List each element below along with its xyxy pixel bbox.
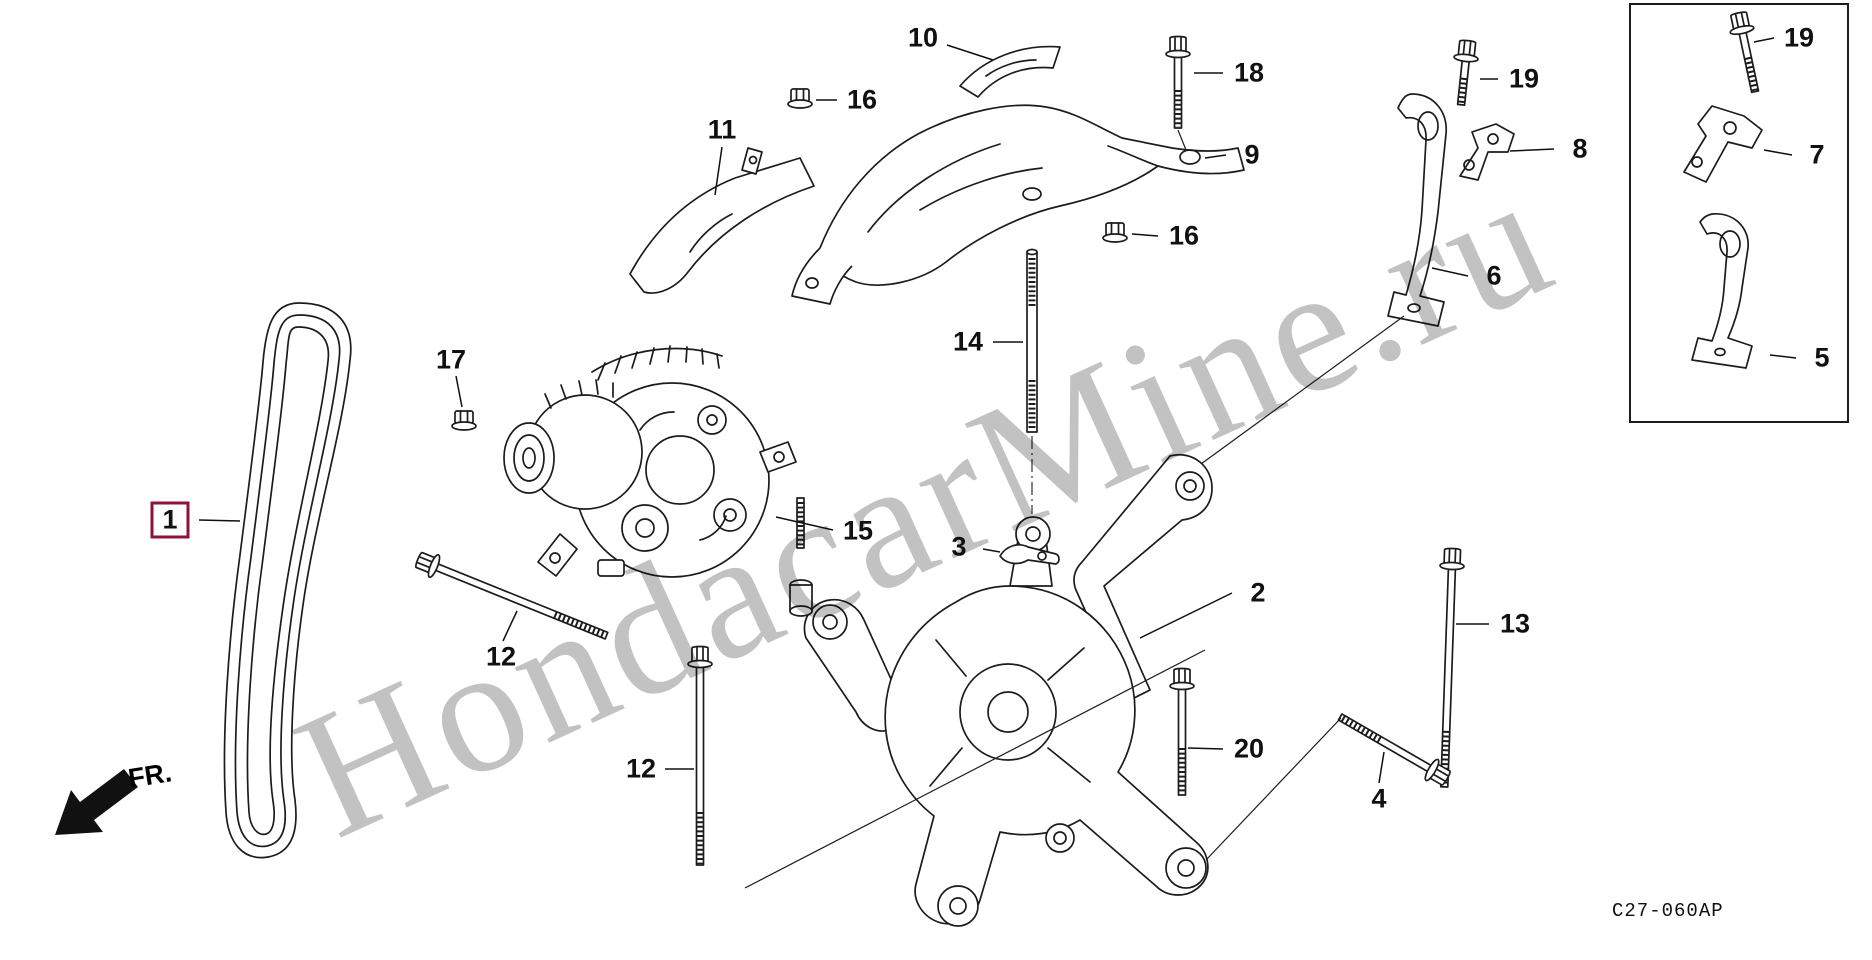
- leader-lines: [198, 37, 1797, 784]
- callout-9[interactable]: 9: [1244, 139, 1260, 170]
- leader-line-12: [502, 610, 518, 642]
- callout-1[interactable]: 1: [150, 501, 190, 539]
- part-18-bolt[interactable]: [1165, 35, 1191, 129]
- callout-10[interactable]: 10: [907, 22, 939, 53]
- callout-12[interactable]: 12: [625, 753, 657, 784]
- leader-line-9: [1204, 154, 1227, 159]
- part-9-cover[interactable]: [791, 104, 1245, 305]
- part-2-bracket[interactable]: [803, 453, 1213, 927]
- part-12-bolt-a[interactable]: [412, 547, 611, 646]
- leader-line-10: [946, 44, 994, 61]
- callout-16[interactable]: 16: [1168, 220, 1200, 251]
- leader-line-19: [1753, 37, 1775, 43]
- part-4-bolt[interactable]: [1334, 707, 1455, 790]
- leader-line-8: [1509, 148, 1555, 152]
- leader-line-5: [1769, 354, 1797, 359]
- callout-2[interactable]: 2: [1250, 577, 1266, 608]
- part-12-bolt-b[interactable]: [687, 645, 713, 866]
- leader-line-11: [714, 146, 723, 196]
- callout-8[interactable]: 8: [1572, 133, 1588, 164]
- callout-15[interactable]: 15: [842, 515, 874, 546]
- callout-4[interactable]: 4: [1371, 783, 1387, 814]
- callout-12[interactable]: 12: [485, 641, 517, 672]
- part-8-bracket[interactable]: [1459, 123, 1515, 181]
- leader-line-6: [1431, 267, 1469, 277]
- part-16-nut-a[interactable]: [787, 88, 813, 109]
- callout-20[interactable]: 20: [1233, 733, 1265, 764]
- leader-line-7: [1763, 149, 1793, 156]
- part-10-clip[interactable]: [959, 45, 1061, 98]
- callout-7[interactable]: 7: [1809, 139, 1825, 170]
- part-19-bolt-inset[interactable]: [1725, 9, 1767, 94]
- part-11-shroud[interactable]: [629, 147, 815, 294]
- part-14-stud[interactable]: [1026, 248, 1038, 515]
- leader-line-3: [982, 548, 1001, 553]
- part-3-clamp[interactable]: [999, 544, 1060, 565]
- part-5-bracket[interactable]: [1691, 213, 1753, 369]
- leader-line-1: [198, 519, 241, 522]
- inset-panel-border: [1629, 3, 1849, 423]
- part-19-bolt[interactable]: [1449, 38, 1481, 106]
- callout-5[interactable]: 5: [1814, 342, 1830, 373]
- part-1-belt[interactable]: [223, 302, 352, 859]
- diagram-code: C27-060AP: [1612, 900, 1724, 922]
- inset-panel: [1629, 3, 1849, 423]
- part-20-bolt[interactable]: [1169, 667, 1195, 796]
- callout-16[interactable]: 16: [846, 84, 878, 115]
- part-16-nut-b[interactable]: [1102, 222, 1128, 243]
- callout-3[interactable]: 3: [951, 531, 967, 562]
- callout-18[interactable]: 18: [1233, 57, 1265, 88]
- callout-13[interactable]: 13: [1499, 608, 1531, 639]
- leader-line-17: [455, 375, 463, 408]
- leader-line-16: [1131, 233, 1159, 237]
- leader-line-20: [1187, 747, 1224, 750]
- callout-17[interactable]: 17: [435, 344, 467, 375]
- part-17-nut[interactable]: [451, 410, 477, 431]
- callout-19[interactable]: 19: [1508, 63, 1540, 94]
- fr-arrow: [55, 769, 138, 835]
- assembly-guide-lines: [744, 649, 1342, 889]
- callout-19[interactable]: 19: [1783, 22, 1815, 53]
- callout-6[interactable]: 6: [1486, 260, 1502, 291]
- part-6-bracket[interactable]: [1189, 93, 1447, 473]
- part-7-bracket[interactable]: [1683, 105, 1763, 183]
- callout-14[interactable]: 14: [952, 326, 984, 357]
- bolt-18-guide-line: [1177, 129, 1187, 151]
- part-13-bolt[interactable]: [1432, 547, 1466, 788]
- part-alternator[interactable]: [503, 345, 797, 578]
- leader-line-2: [1139, 592, 1233, 639]
- leader-line-15: [775, 516, 834, 531]
- callout-11[interactable]: 11: [707, 114, 737, 145]
- leader-line-4: [1378, 751, 1385, 784]
